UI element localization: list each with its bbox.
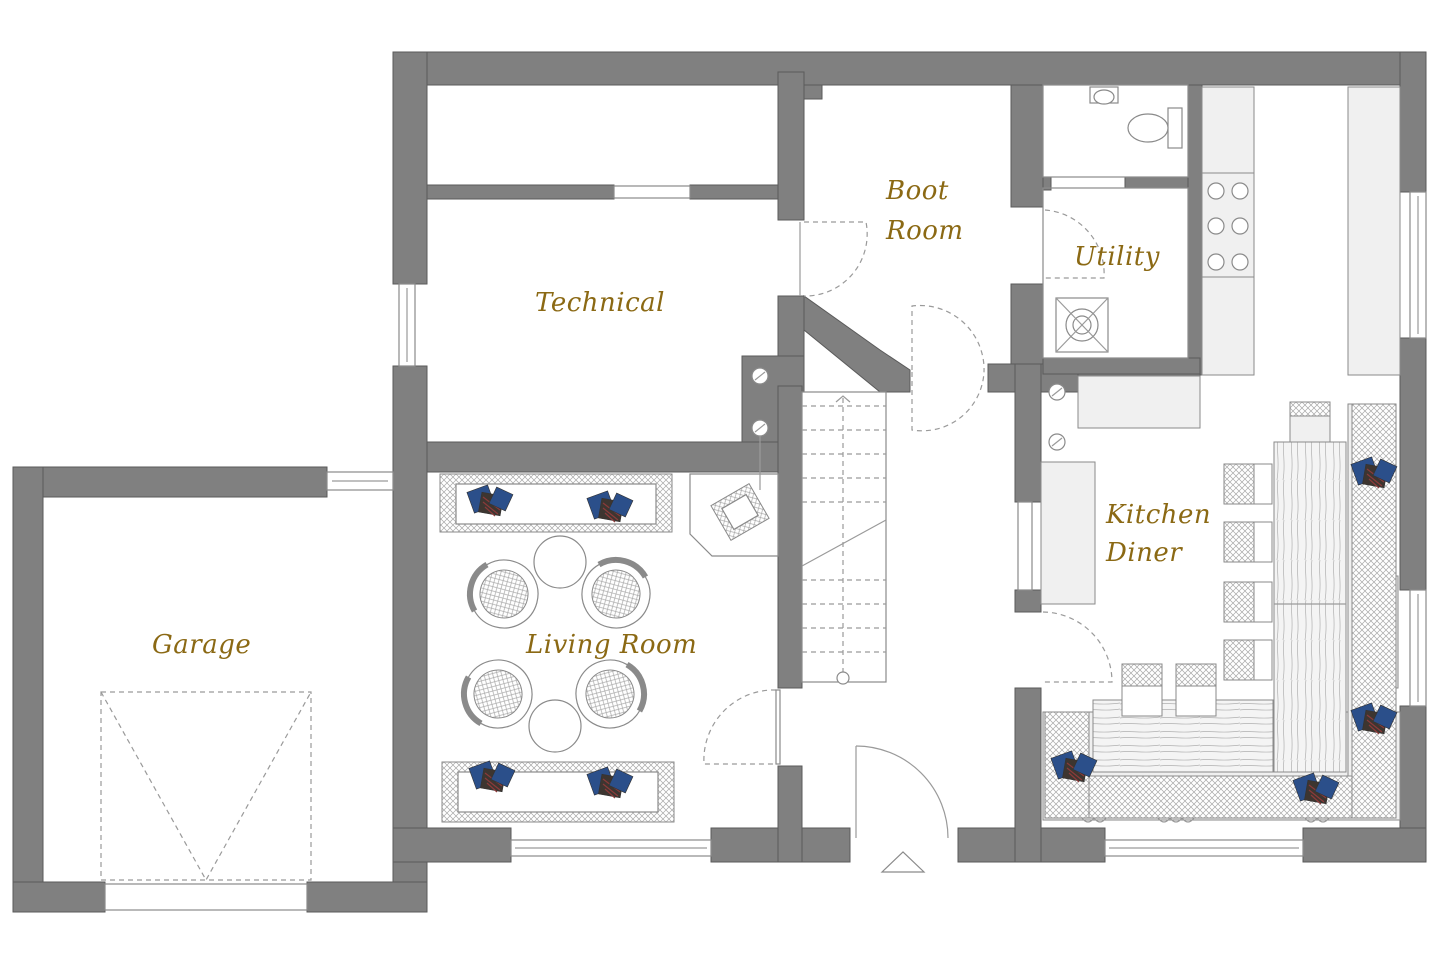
utility-room-fill (1042, 187, 1189, 359)
room-label-kitchen-line2: Diner (1106, 538, 1183, 568)
room-label-kitchen-line1: Kitchen (1106, 500, 1212, 530)
room-label-boot: Boot Room (886, 172, 964, 250)
staircase (801, 391, 887, 685)
room-label-technical: Technical (535, 288, 665, 318)
bar-stools (1121, 463, 1273, 717)
room-label-garage: Garage (152, 630, 252, 660)
room-label-living: Living Room (526, 630, 698, 660)
wc-fixtures (1042, 84, 1189, 178)
room-label-boot-line2: Room (886, 216, 964, 246)
room-label-boot-line1: Boot (886, 176, 949, 206)
windows (104, 185, 1427, 911)
boiler (1055, 297, 1109, 353)
room-label-kitchen: Kitchen Diner (1106, 496, 1211, 572)
garage-door (100, 691, 312, 882)
service-pipes (751, 367, 1066, 451)
room-label-utility: Utility (1074, 242, 1160, 272)
